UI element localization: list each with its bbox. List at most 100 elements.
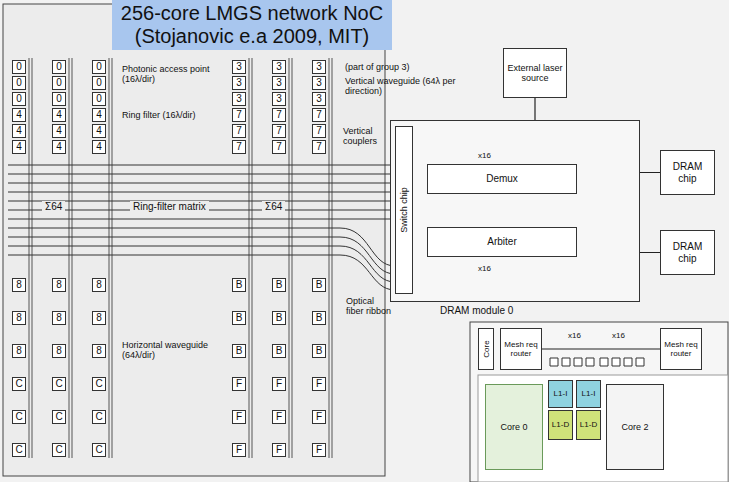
group-number: 3 (276, 61, 282, 73)
access-point-cell: 0 (52, 92, 66, 106)
access-point-cell: 0 (92, 76, 106, 90)
group-number: 3 (276, 77, 282, 89)
group-number: 4 (96, 109, 102, 121)
tile-detail-frame (470, 322, 728, 482)
group-number: 0 (16, 61, 22, 73)
group-number: C (15, 411, 22, 423)
access-point-cell: 8 (92, 344, 106, 358)
access-point-cell: B (312, 278, 326, 292)
group-number: 7 (276, 141, 282, 153)
group-number: 4 (96, 141, 102, 153)
access-point-cell: F (272, 410, 286, 424)
block-label: Arbiter (487, 236, 516, 248)
group-number: 0 (96, 77, 102, 89)
annotation-label: (part of group 3) (345, 62, 470, 72)
block-label: L1-D (580, 420, 597, 429)
access-point-cell: 3 (312, 92, 326, 106)
group-number: 7 (316, 125, 322, 137)
access-point-cell: 4 (12, 108, 26, 122)
group-number: F (316, 444, 322, 456)
group-number: 8 (16, 279, 22, 291)
block-box: Arbiter (427, 227, 577, 257)
access-point-cell: 3 (312, 76, 326, 90)
block-label: Switch chip (399, 187, 409, 233)
access-point-cell: B (232, 278, 246, 292)
group-number: B (236, 345, 243, 357)
access-point-cell: 4 (52, 140, 66, 154)
access-point-cell: 0 (12, 92, 26, 106)
group-number: C (95, 411, 102, 423)
group-number: 3 (236, 93, 242, 105)
block-label: DRAM chip (663, 241, 712, 264)
group-number: B (316, 312, 323, 324)
block-box: Mesh req router (660, 328, 702, 370)
group-number: 8 (96, 279, 102, 291)
photonic-access-cells (550, 358, 644, 366)
access-point-cell: B (312, 344, 326, 358)
block-box: Core 0 (485, 384, 543, 470)
ring-filter-lines (8, 165, 395, 219)
group-number: C (95, 378, 102, 390)
access-point-cell: F (312, 377, 326, 391)
module-outline (390, 120, 640, 302)
access-point-cell: C (12, 377, 26, 391)
group-number: 0 (56, 77, 62, 89)
group-number: F (276, 411, 282, 423)
group-number: 0 (16, 93, 22, 105)
group-number: B (276, 345, 283, 357)
group-number: 7 (236, 125, 242, 137)
access-point-cell: 7 (232, 124, 246, 138)
group-number: F (276, 378, 282, 390)
access-point-cell: F (232, 410, 246, 424)
annotation-label: Photonic access point (16λ/dir) (122, 64, 214, 85)
module-box: DRAM module 0Switch chipDemuxArbiter (390, 120, 640, 322)
block-box: Core (478, 328, 494, 370)
connector (542, 348, 660, 349)
group-number: F (316, 411, 322, 423)
block-label: Core 2 (621, 422, 648, 432)
group-number: 8 (56, 312, 62, 324)
access-point-cell: 4 (92, 124, 106, 138)
access-point-cell: 0 (12, 76, 26, 90)
group-number: 0 (96, 93, 102, 105)
group-number: 8 (96, 312, 102, 324)
annotation-label: Σ64 (42, 201, 65, 213)
block-box: Mesh req router (500, 328, 542, 370)
group-number: 7 (276, 109, 282, 121)
group-number: 0 (56, 93, 62, 105)
annotation-label: Σ64 (262, 201, 285, 213)
group-number: C (55, 444, 62, 456)
access-point-cell: 7 (272, 140, 286, 154)
block-box: L1-I (548, 380, 573, 408)
access-point-cell: 4 (92, 140, 106, 154)
block-box: Switch chip (395, 126, 413, 294)
access-point-cell: F (272, 443, 286, 457)
access-point-cell: 8 (92, 278, 106, 292)
group-number: 8 (16, 312, 22, 324)
access-point-cell: 3 (272, 76, 286, 90)
access-point-cell: 7 (312, 124, 326, 138)
access-point-cell: 8 (12, 344, 26, 358)
block-box: DRAM chip (660, 230, 715, 275)
block-box: External laser source (503, 48, 567, 98)
block-label: Mesh req router (663, 340, 699, 358)
block-label: L1-D (552, 420, 569, 429)
group-number: 4 (96, 125, 102, 137)
group-number: 8 (56, 345, 62, 357)
group-number: C (55, 378, 62, 390)
group-number: 7 (236, 141, 242, 153)
group-number: C (95, 444, 102, 456)
access-point-cell: 7 (232, 108, 246, 122)
access-point-cell: B (232, 344, 246, 358)
access-point-cell: 3 (272, 60, 286, 74)
annotation-label: Optical fiber ribbon (346, 296, 392, 317)
block-label: External laser source (506, 63, 564, 84)
title-box: 256-core LMGS network NoC (Stojanovic e.… (112, 0, 392, 50)
annotation-label: Ring filter (16λ/dir) (122, 110, 214, 120)
block-label: Mesh req router (503, 340, 539, 358)
block-label: L1-I (582, 389, 596, 398)
group-number: B (316, 279, 323, 291)
access-point-cell: 8 (12, 278, 26, 292)
access-point-cell: B (272, 278, 286, 292)
access-point-cell: 7 (232, 140, 246, 154)
